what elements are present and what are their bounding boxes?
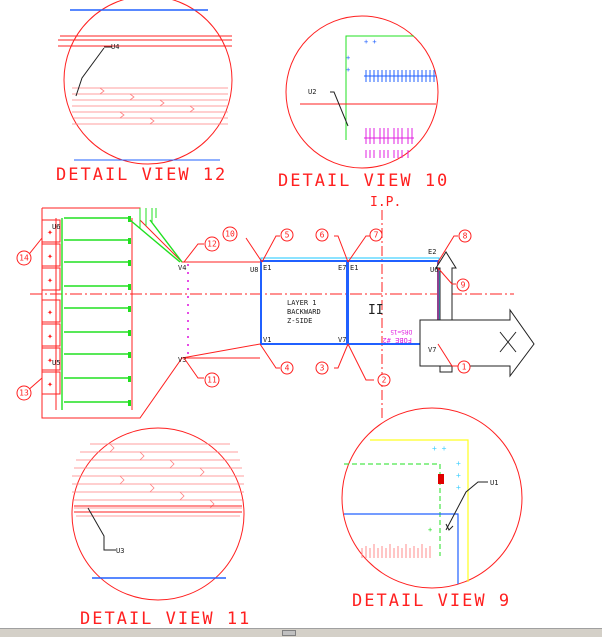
- svg-text:FOBE #2: FOBE #2: [382, 336, 412, 344]
- svg-text:11: 11: [207, 376, 217, 385]
- balloon-11: 11: [204, 372, 220, 388]
- svg-text:✦: ✦: [47, 331, 53, 342]
- callout-u3: U3: [116, 547, 124, 555]
- svg-text:10: 10: [225, 230, 235, 239]
- svg-text:3: 3: [320, 364, 325, 373]
- vertex-e1b: E1: [350, 264, 358, 272]
- vertex-v3: V3: [178, 356, 186, 364]
- svg-text:✦: ✦: [47, 227, 53, 238]
- vertex-u5: U5: [52, 359, 60, 367]
- vertex-v7b: V7: [428, 346, 436, 354]
- detail-view-9-title: DETAIL VIEW 9: [352, 591, 511, 611]
- detail-view-9: + + + + + + U1 DETAIL VIEW 9: [341, 407, 523, 611]
- svg-text:✦: ✦: [47, 379, 53, 390]
- vertex-v7: V7: [338, 336, 346, 344]
- svg-text:7: 7: [374, 231, 379, 240]
- svg-text:✦: ✦: [47, 251, 53, 262]
- callout-u1: U1: [490, 479, 498, 487]
- layer-line-1: LAYER 1: [287, 299, 317, 307]
- balloon-1: 1: [457, 360, 471, 374]
- detail-view-12: U4 DETAIL VIEW 12: [56, 0, 233, 185]
- balloon-5: 5: [280, 228, 294, 242]
- detail-view-11: U3 DETAIL VIEW 11: [71, 427, 251, 628]
- vertex-v1: V1: [263, 336, 271, 344]
- balloon-2: 2: [377, 373, 391, 387]
- balloon-14: 14: [16, 250, 32, 266]
- svg-text:1: 1: [462, 363, 467, 372]
- detail-view-10: + + + + U2 DETAIL VIEW 10: [278, 15, 449, 191]
- vertex-u8: U8: [250, 266, 258, 274]
- svg-text:+: +: [456, 459, 461, 468]
- svg-text:2: 2: [382, 376, 387, 385]
- region-label: II: [368, 303, 384, 318]
- balloon-8: 8: [458, 229, 472, 243]
- svg-text:✦: ✦: [47, 275, 53, 286]
- vertex-e7: E7: [338, 264, 346, 272]
- svg-text:✦: ✦: [47, 355, 53, 366]
- svg-text:+ +: + +: [364, 38, 377, 46]
- svg-text:14: 14: [19, 254, 29, 263]
- svg-text:+: +: [456, 483, 461, 492]
- balloon-6: 6: [315, 228, 329, 242]
- svg-text:+: +: [428, 526, 432, 534]
- layer-line-3: Z-SIDE: [287, 317, 312, 325]
- svg-text:9: 9: [461, 281, 466, 290]
- svg-text:DRS=15: DRS=15: [390, 328, 412, 335]
- svg-text:+: +: [346, 54, 350, 62]
- svg-text:13: 13: [19, 389, 29, 398]
- svg-text:+: +: [456, 471, 461, 480]
- balloon-12: 12: [204, 236, 220, 252]
- svg-text:5: 5: [285, 231, 290, 240]
- balloon-4: 4: [280, 361, 294, 375]
- svg-text:8: 8: [463, 232, 468, 241]
- svg-text:✦: ✦: [47, 307, 53, 318]
- scrollbar-thumb[interactable]: [282, 630, 296, 636]
- balloon-9: 9: [456, 278, 470, 292]
- balloon-3: 3: [315, 361, 329, 375]
- ip-label: I.P.: [370, 195, 401, 210]
- svg-text:4: 4: [285, 364, 290, 373]
- detail-view-11-title: DETAIL VIEW 11: [80, 609, 251, 628]
- main-section-view: I.P.: [25, 195, 535, 420]
- callout-u4: U4: [111, 43, 119, 51]
- balloon-13: 13: [16, 385, 32, 401]
- balloon-10: 10: [222, 226, 238, 242]
- vertex-e2: E2: [428, 248, 436, 256]
- svg-text:+: +: [346, 66, 350, 74]
- callout-u2: U2: [308, 88, 316, 96]
- vertex-u6b: U6: [430, 266, 438, 274]
- svg-text:+ +: + +: [432, 444, 447, 453]
- vertex-u6: U6: [52, 223, 60, 231]
- detail-view-10-title: DETAIL VIEW 10: [278, 171, 449, 191]
- detail-view-12-title: DETAIL VIEW 12: [56, 165, 227, 185]
- svg-text:6: 6: [320, 231, 325, 240]
- svg-text:12: 12: [207, 240, 217, 249]
- vertex-v4: V4: [178, 264, 186, 272]
- vertex-e1: E1: [263, 264, 271, 272]
- layer-line-2: BACKWARD: [287, 308, 321, 316]
- balloon-7: 7: [369, 228, 383, 242]
